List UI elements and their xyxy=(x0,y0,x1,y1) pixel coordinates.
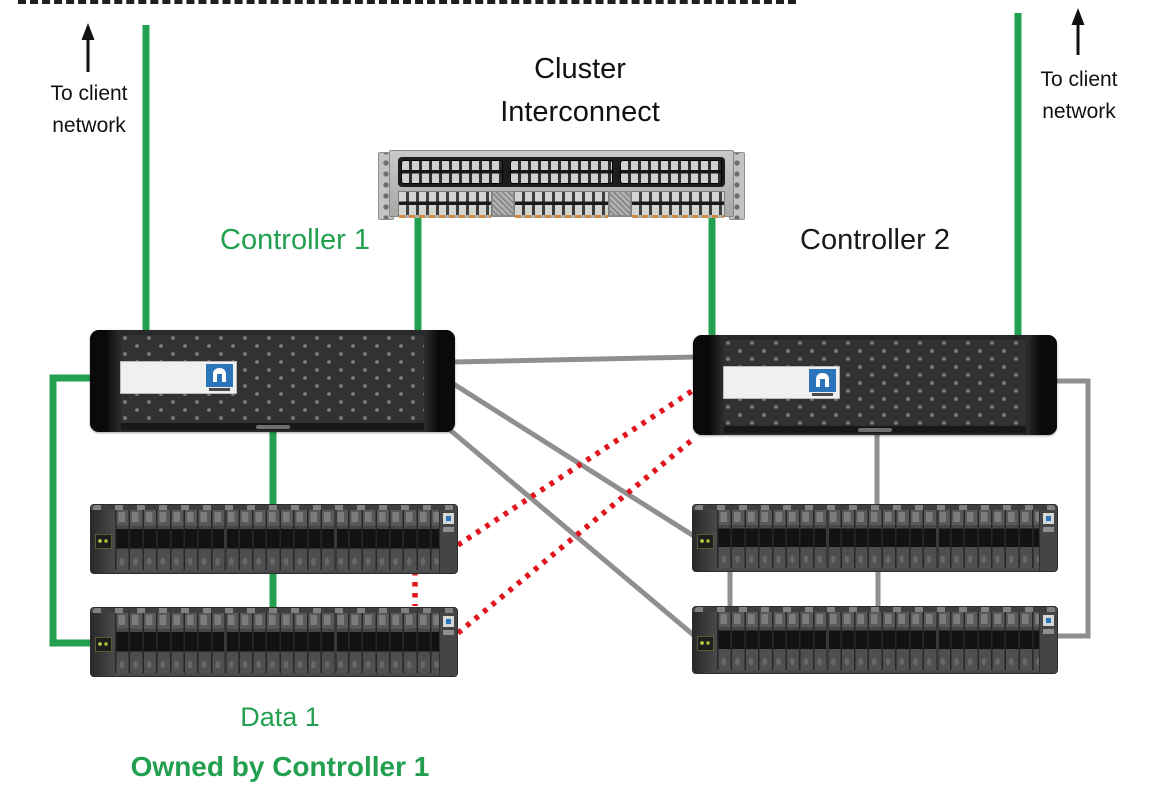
netapp-logo-icon xyxy=(206,364,233,387)
red-dotted-lshelf1-controller2 xyxy=(456,388,694,548)
shelf-end-cap-left xyxy=(693,510,717,571)
shelf-drive-group-divider xyxy=(224,613,227,673)
shelf-id-tag xyxy=(443,630,454,635)
controller-2-label: Controller 2 xyxy=(800,224,950,256)
gray-link-controller1-rshelf1 xyxy=(450,380,699,541)
shelf-drive-group-divider xyxy=(224,510,227,570)
cluster-interconnect-label: Cluster Interconnect xyxy=(430,48,730,134)
owned-by-controller-1-label: Owned by Controller 1 xyxy=(130,750,430,782)
shelf-top-rail xyxy=(695,505,1055,511)
disk-shelf-right-1 xyxy=(692,504,1058,572)
controller-2-chassis xyxy=(693,335,1057,435)
shelf-end-cap-right xyxy=(439,613,457,676)
gray-link-controller1-rshelf2 xyxy=(448,428,699,640)
to-client-network-left-line1: To client xyxy=(50,82,128,105)
disk-shelf-right-2 xyxy=(692,606,1058,674)
green-loop-controller1-shelf2 xyxy=(49,374,95,647)
to-client-network-right-line2: network xyxy=(1042,100,1116,123)
shelf-end-cap-left xyxy=(91,510,115,573)
disk-shelf-left-2 xyxy=(90,607,458,677)
shelf-drive-group-divider xyxy=(334,510,337,570)
switch-fan-module xyxy=(492,191,515,216)
netapp-n-glyph xyxy=(816,373,829,387)
netapp-logo-icon xyxy=(809,369,836,392)
shelf-end-cap-right xyxy=(1039,612,1057,673)
shelf-logo-icon xyxy=(443,513,454,524)
controller-faceplate-label xyxy=(723,366,840,399)
switch-fan-module xyxy=(608,191,631,216)
netapp-wordmark xyxy=(209,388,230,391)
switch-chassis xyxy=(389,150,734,218)
shelf-drive-bay xyxy=(717,612,1040,670)
shelf-top-rail xyxy=(695,607,1055,613)
gray-loop-controller2-rshelf2 xyxy=(1053,378,1091,639)
shelf-top-rail xyxy=(93,505,455,511)
shelf-status-led xyxy=(697,534,714,549)
switch-port-group xyxy=(510,160,613,184)
up-arrow-left-head xyxy=(81,23,95,40)
to-client-network-label-right: To client network xyxy=(1020,64,1138,128)
shelf-id-tag xyxy=(443,527,454,532)
switch-port-group xyxy=(630,191,725,218)
controller-handle-left xyxy=(90,330,120,432)
cluster-interconnect-line2: Interconnect xyxy=(500,96,660,128)
shelf-status-led xyxy=(95,637,112,652)
switch-port-group xyxy=(619,160,722,184)
shelf-logo-icon xyxy=(1043,615,1054,626)
controller-model-text xyxy=(858,428,892,432)
shelf-drive-group-divider xyxy=(936,510,939,568)
shelf-drive-bay xyxy=(115,613,440,673)
gray-link-controller1-controller2 xyxy=(451,354,698,365)
shelf-drive-group-divider xyxy=(334,613,337,673)
shelf-status-led xyxy=(95,534,112,549)
shelf-id-tag xyxy=(1043,629,1054,634)
data-1-label: Data 1 xyxy=(240,702,320,732)
shelf-top-rail xyxy=(93,608,455,614)
shelf-status-led xyxy=(697,636,714,651)
controller-handle-right xyxy=(1027,335,1057,435)
top-cropped-text-remnant xyxy=(18,0,796,4)
up-arrow-right-head xyxy=(1071,8,1085,25)
shelf-drive-group-divider xyxy=(826,510,829,568)
controller-handle-right xyxy=(425,330,455,432)
switch-port-group xyxy=(514,191,609,218)
switch-port-group xyxy=(401,160,504,184)
controller-1-chassis xyxy=(90,330,455,432)
shelf-logo-icon xyxy=(1043,513,1054,524)
cluster-interconnect-switch xyxy=(378,150,745,222)
shelf-drive-bay xyxy=(717,510,1040,568)
shelf-end-cap-left xyxy=(91,613,115,676)
cluster-interconnect-line1: Cluster xyxy=(534,53,626,85)
controller-faceplate-label xyxy=(120,361,237,394)
controller-model-text xyxy=(255,425,290,429)
netapp-n-glyph xyxy=(213,368,226,382)
data-group-label: Data 1 Owned by Controller 1 xyxy=(115,697,445,788)
switch-port-bank-bottom xyxy=(398,191,725,218)
shelf-end-cap-right xyxy=(439,510,457,573)
disk-shelf-left-1 xyxy=(90,504,458,574)
to-client-network-label-left: To client network xyxy=(30,78,148,142)
shelf-drive-group-divider xyxy=(936,612,939,670)
to-client-network-right-line1: To client xyxy=(1040,68,1118,91)
shelf-end-cap-left xyxy=(693,612,717,673)
shelf-drive-group-divider xyxy=(826,612,829,670)
shelf-end-cap-right xyxy=(1039,510,1057,571)
switch-port-group xyxy=(398,191,493,218)
controller-perforated-bezel xyxy=(724,340,1026,426)
netapp-wordmark xyxy=(812,393,833,396)
shelf-id-tag xyxy=(1043,527,1054,532)
shelf-drive-bay xyxy=(115,510,440,570)
controller-1-label: Controller 1 xyxy=(220,224,370,256)
shelf-logo-icon xyxy=(443,616,454,627)
to-client-network-left-line2: network xyxy=(52,114,126,137)
controller-handle-left xyxy=(693,335,723,435)
switch-port-bank-top xyxy=(398,157,725,187)
